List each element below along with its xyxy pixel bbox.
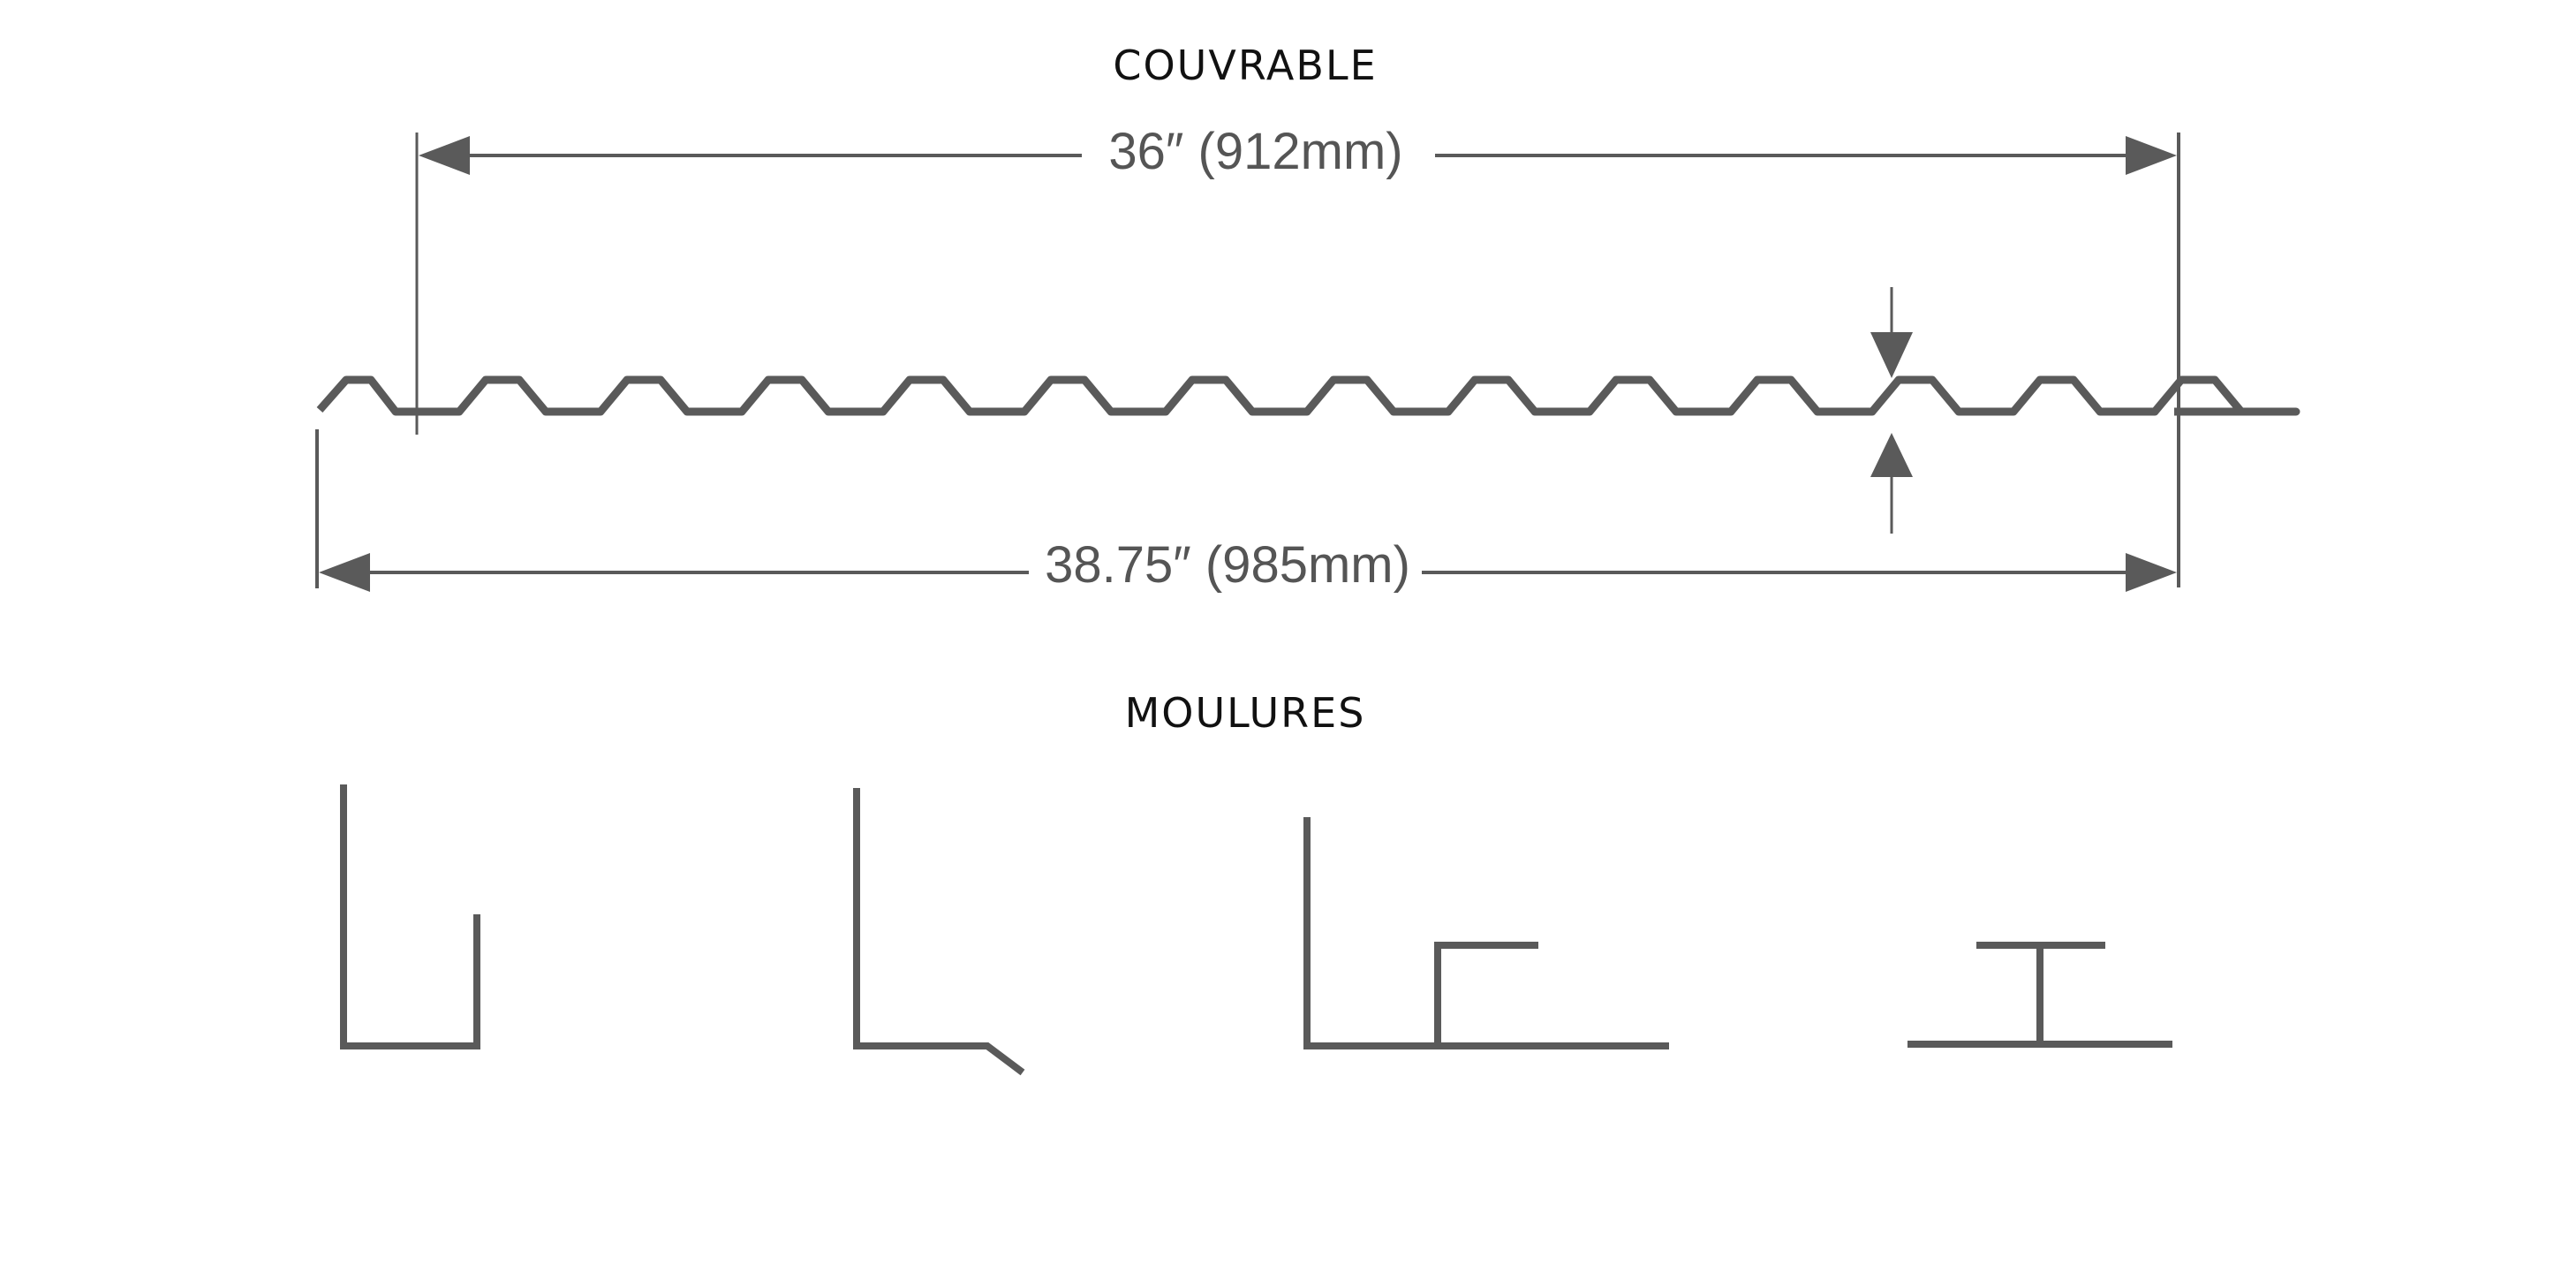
arrow-right-icon xyxy=(2126,136,2177,175)
u-channel-moulding-icon xyxy=(340,784,480,1049)
j-step-moulding-icon xyxy=(1303,817,1669,1049)
arrow-left-icon xyxy=(419,136,470,175)
arrow-up-icon xyxy=(1870,433,1913,477)
mouldings-section-title: MOULURES xyxy=(1125,689,1366,737)
corrugated-profile-line xyxy=(316,375,2300,416)
corrugated-sheet-profile xyxy=(316,375,2300,416)
arrow-left-icon xyxy=(319,553,370,592)
profile-section-title: COUVRABLE xyxy=(1113,42,1377,89)
mouldings-row xyxy=(340,784,2172,1076)
total-width-label: 38.75″ (985mm) xyxy=(1045,536,1410,594)
coverage-width-label: 36″ (912mm) xyxy=(1108,123,1402,180)
total-width-dimension: 38.75″ (985mm) xyxy=(315,429,2177,594)
coverage-dimension: 36″ (912mm) xyxy=(415,123,2180,587)
arrow-right-icon xyxy=(2126,553,2177,592)
rib-height-dimension xyxy=(1870,287,1913,534)
t-joint-moulding-icon xyxy=(1907,942,2172,1048)
arrow-down-icon xyxy=(1870,332,1913,378)
drip-edge-moulding-icon xyxy=(853,788,1025,1076)
